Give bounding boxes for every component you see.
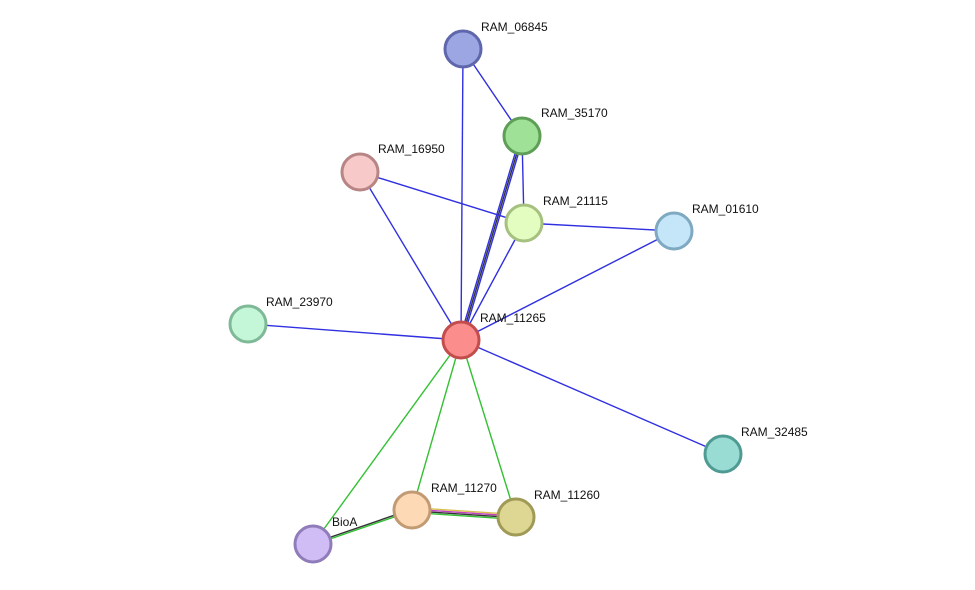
node-ram-21115[interactable]: RAM_21115 <box>504 194 608 243</box>
edge-ram-21115-ram-11265 <box>460 222 525 341</box>
edge-ram-35170-ram-11265 <box>458 135 525 341</box>
node-label: RAM_35170 <box>541 106 608 120</box>
node-label: BioA <box>332 515 357 529</box>
node-label: RAM_21115 <box>543 194 608 208</box>
node-circle[interactable] <box>496 497 536 537</box>
network-nodes: RAM_06845RAM_35170RAM_16950RAM_21115RAM_… <box>228 20 808 564</box>
node-label: RAM_32485 <box>741 425 808 439</box>
node-ram-23970[interactable]: RAM_23970 <box>228 295 333 344</box>
node-circle[interactable] <box>441 320 481 360</box>
edge-line <box>247 323 462 341</box>
node-circle[interactable] <box>340 152 380 192</box>
node-label: RAM_11270 <box>431 481 497 495</box>
edge-ram-16950-ram-21115 <box>359 171 525 224</box>
node-ram-11270[interactable]: RAM_11270 <box>392 481 497 530</box>
edge-ram-21115-ram-01610 <box>523 222 675 232</box>
node-circle[interactable] <box>392 490 432 530</box>
node-ram-16950[interactable]: RAM_16950 <box>340 142 445 192</box>
node-circle[interactable] <box>504 203 544 243</box>
node-label: RAM_23970 <box>266 295 333 309</box>
node-circle[interactable] <box>502 116 542 156</box>
edge-line <box>523 222 675 232</box>
edge-line <box>461 136 525 341</box>
node-ram-11265[interactable]: RAM_11265 <box>441 311 546 360</box>
edge-line <box>460 339 517 518</box>
edge-line <box>460 135 523 341</box>
edge-line <box>411 339 462 511</box>
node-label: RAM_11265 <box>480 311 546 325</box>
edge-ram-01610-ram-11265 <box>460 230 675 341</box>
node-ram-32485[interactable]: RAM_32485 <box>703 425 808 474</box>
node-bioa[interactable]: BioA <box>293 515 357 564</box>
edge-ram-32485-ram-11265 <box>460 339 724 455</box>
edge-ram-16950-ram-11265 <box>359 171 462 341</box>
edge-ram-11265-ram-11270 <box>411 339 462 511</box>
edge-line <box>359 171 525 224</box>
node-ram-06845[interactable]: RAM_06845 <box>443 20 548 69</box>
node-circle[interactable] <box>293 524 333 564</box>
edge-line <box>460 222 525 341</box>
edge-line <box>460 230 675 341</box>
edge-line <box>458 135 522 340</box>
node-label: RAM_11260 <box>534 488 600 502</box>
edge-ram-06845-ram-11265 <box>460 48 464 341</box>
node-label: RAM_16950 <box>378 142 445 156</box>
node-circle[interactable] <box>703 434 743 474</box>
edge-line <box>460 48 464 341</box>
node-ram-01610[interactable]: RAM_01610 <box>654 202 759 251</box>
edge-ram-11265-bioa <box>312 339 462 545</box>
edge-line <box>359 171 462 341</box>
edge-ram-11265-ram-11260 <box>460 339 517 518</box>
edge-line <box>460 339 724 455</box>
node-label: RAM_01610 <box>692 202 759 216</box>
node-circle[interactable] <box>654 211 694 251</box>
node-label: RAM_06845 <box>481 20 548 34</box>
node-circle[interactable] <box>228 304 268 344</box>
node-ram-35170[interactable]: RAM_35170 <box>502 106 608 156</box>
edge-ram-23970-ram-11265 <box>247 323 462 341</box>
edge-line <box>312 339 462 545</box>
node-circle[interactable] <box>443 29 483 69</box>
node-ram-11260[interactable]: RAM_11260 <box>496 488 600 537</box>
